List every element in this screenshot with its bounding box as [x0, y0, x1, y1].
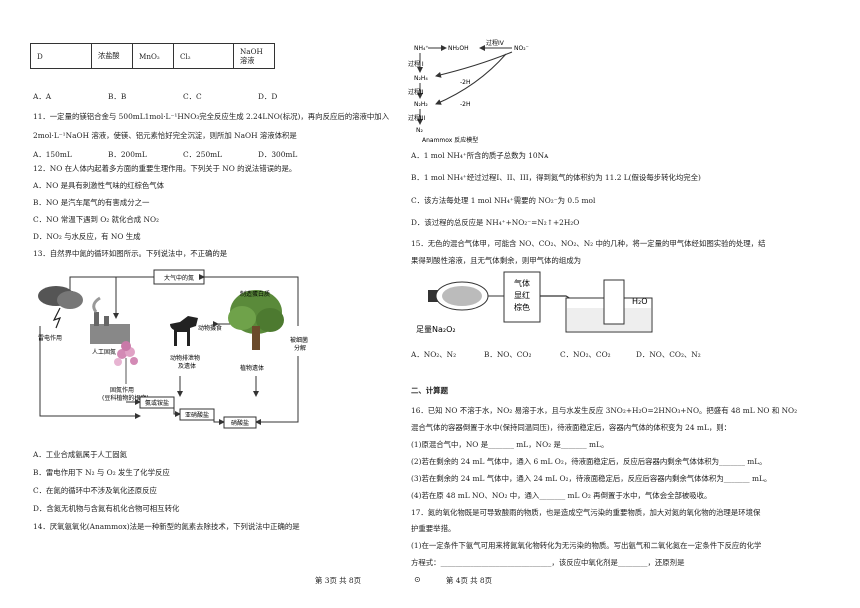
- ammonium-label: 氨或铵盐: [145, 399, 169, 407]
- gas-box: [503, 271, 541, 323]
- q10-option-d: D．D: [258, 92, 278, 101]
- right-page-footer: 第 4页 共 8页: [446, 576, 493, 585]
- q15-option-d: D．NO、CO₂、N₂: [636, 350, 701, 359]
- q13-option-d: D．含氮无机物与含氮有机化合物可相互转化: [33, 504, 180, 513]
- q10-option-b: B．B: [108, 92, 127, 101]
- process4-label: 过程IV: [486, 39, 505, 47]
- legume-label: (豆科植物的根瘤): [102, 394, 149, 402]
- table-cell: D: [30, 43, 92, 69]
- q13-option-c: C．在氮的循环中不涉及氧化还原反应: [33, 486, 157, 495]
- water-label: H₂O: [632, 297, 648, 306]
- q13-option-a: A．工业合成氨属于人工固氮: [33, 450, 128, 459]
- factory-icon: [90, 296, 130, 344]
- section-heading: 二、计算题: [411, 386, 448, 395]
- tube-stopper-icon: [428, 290, 438, 302]
- lightning-label: 雷电作用: [38, 334, 62, 342]
- q16-part-2: (2)若在剩余的 24 mL 气体中，通入 6 mL O₂，待液面稳定后，反应后…: [411, 457, 767, 466]
- no2-label: NO₂⁻: [514, 45, 529, 52]
- table-cell: MnO₂: [132, 43, 174, 69]
- gas-label-3: 棕色: [514, 302, 530, 312]
- q12-option-d: D．NO₂ 与水反应，有 NO 生成: [33, 232, 141, 241]
- process1-label: 过程 I: [408, 60, 424, 68]
- q11-option-c: C．250mL: [183, 150, 223, 159]
- q16-part-4: (4)若在原 48 mL NO、NO₂ 中，通入_______ mL O₂ 再倒…: [411, 491, 712, 500]
- q15-stem-2: 果得到酸性溶液，且无气体剩余，则甲气体的组成为: [411, 256, 581, 265]
- legume-plant-icon: [114, 341, 138, 384]
- q16-stem-2: 混合气体的容器倒置于水中(保持同温同压)，待液面稳定后，容器内气体的体积变为 2…: [411, 423, 732, 432]
- q12-option-b: B．NO 是汽车尾气的有害成分之一: [33, 198, 150, 207]
- apparatus-figure: 足量Na₂O₂ 气体 显红 棕色 H₂O: [416, 271, 653, 334]
- nitrite-box: [179, 408, 215, 421]
- q14-option-d: D．该过程的总反应是 NH₄⁺+NO₂⁻=N₂↑+2H₂O: [411, 218, 580, 227]
- q17-stem-2: 护重要举措。: [411, 524, 456, 533]
- nitrate-label: 硝酸盐: [231, 419, 249, 427]
- n2h2-label: N₂H₂: [414, 101, 428, 108]
- q12-option-a: A．NO 是具有刺激性气味的红棕色气体: [33, 181, 165, 190]
- bacteria-label-2: 分解: [294, 344, 306, 352]
- q10-option-c: C．C: [183, 92, 202, 101]
- process3-label: 过程III: [408, 114, 426, 122]
- table-row: D 浓盐酸 MnO₂ Cl₂ NaOH 溶液: [30, 43, 275, 69]
- q11-option-d: D．300mL: [258, 150, 298, 159]
- plant-remains-label: 植物遗体: [240, 364, 264, 372]
- n2h4-label: N₂H₄: [414, 75, 428, 82]
- q17-part-1: (1)在一定条件下氨气可用来将氮氧化物转化为无污染的物质。写出氨气和二氧化氮在一…: [411, 541, 762, 550]
- nitrogen-cycle-figure: 大气中的氮 雷电作用 人工固氮 固氮作用 (豆科植物的根瘤) 动物摄食 动物排泄…: [38, 269, 308, 429]
- animal-eat-label: 动物摄食: [198, 324, 222, 332]
- ammonium-box: [139, 396, 175, 409]
- q10-option-a: A．A: [33, 92, 52, 101]
- anammox-figure: NH₄⁺ NH₂OH 过程IV NO₂⁻ 过程 I N₂H₄ 过程II N₂H₂…: [408, 39, 529, 144]
- table-cell: NaOH 溶液: [233, 43, 275, 69]
- excreta-label: 动物排泄物: [170, 354, 200, 362]
- nh2oh-label: NH₂OH: [448, 45, 469, 52]
- atmosphere-label: 大气中的氮: [164, 274, 194, 282]
- options-table: D 浓盐酸 MnO₂ Cl₂ NaOH 溶液: [30, 43, 275, 69]
- table-cell: 浓盐酸: [91, 43, 133, 69]
- lightning-icon: [52, 307, 62, 329]
- process2-label: 过程II: [408, 88, 424, 96]
- q14-option-c: C．该方法每处理 1 mol NH₄⁺需要的 NO₂⁻为 0.5 mol: [411, 196, 596, 205]
- gas-label-1: 气体: [514, 278, 530, 288]
- n2-label: N₂: [416, 127, 423, 134]
- nh4-label: NH₄⁺: [414, 45, 429, 52]
- q14-stem: 14．厌氧氨氧化(Anammox)法是一种新型的氮素去除技术，下列说法中正确的是: [33, 522, 300, 531]
- nitrate-box: [223, 416, 257, 429]
- q11-stem-2: 2mol·L⁻¹NaOH 溶液，使镁、铝元素恰好完全沉淀，则所加 NaOH 溶液…: [33, 131, 297, 140]
- q11-option-b: B．200mL: [108, 150, 147, 159]
- nitrite-label: 亚硝酸盐: [185, 411, 209, 419]
- make-protein-label: 制造蛋白质: [240, 290, 270, 298]
- inverted-tube-icon: [603, 279, 625, 325]
- artificial-fixation-label: 人工固氮: [92, 348, 116, 356]
- remains-label: 及遗体: [178, 362, 196, 370]
- fixation-label: 固氮作用: [110, 386, 134, 394]
- table-cell: Cl₂: [173, 43, 234, 69]
- q13-stem: 13．自然界中氮的循环如图所示。下列说法中，不正确的是: [33, 249, 228, 258]
- q12-option-c: C．NO 常温下遇到 O₂ 就化合成 NO₂: [33, 215, 159, 224]
- q14-option-b: B．1 mol NH₄⁺经过过程I、II、III，得到氮气的体积约为 11.2 …: [411, 173, 701, 182]
- na2o2-label: 足量Na₂O₂: [416, 325, 456, 334]
- q13-option-b: B．雷电作用下 N₂ 与 O₂ 发生了化学反应: [33, 468, 170, 477]
- q16-part-1: (1)原混合气中，NO 是_______ mL，NO₂ 是_______ mL。: [411, 440, 609, 449]
- q17-stem-1: 17．氮的氧化物既是可导致酸雨的物质，也是造成空气污染的重要物质，加大对氮的氧化…: [411, 508, 761, 517]
- gas-label-2: 显红: [514, 290, 530, 300]
- q17-part-1-blanks: 方程式：______________________________，该反应中氧…: [411, 558, 685, 567]
- q12-stem: 12．NO 在人体内起着多方面的重要生理作用。下列关于 NO 的说法错误的是。: [33, 164, 297, 173]
- q11-stem-1: 11．一定量的镁铝合金与 500mL1mol·L⁻¹HNO₃完全反应生成 2.2…: [33, 112, 390, 121]
- q16-part-3: (3)若在剩余的 24 mL 气体中，通入 24 mL O₂，待液面稳定后，反应…: [411, 474, 772, 483]
- minus-2h-a-label: -2H: [460, 79, 471, 86]
- minus-2h-b-label: -2H: [460, 101, 471, 108]
- tree-icon: [228, 290, 284, 350]
- page-separator-icon: ⊙: [414, 575, 421, 584]
- horse-icon: [170, 316, 198, 346]
- anammox-caption: Anammox 反应模型: [422, 136, 478, 144]
- left-page-footer: 第 3页 共 8页: [315, 576, 362, 585]
- q15-stem-1: 15．无色的混合气体甲，可能含 NO、CO₂、NO₂、N₂ 中的几种，将一定量的…: [411, 239, 766, 248]
- q14-option-a: A．1 mol NH₄⁺所含的质子总数为 10Nᴀ: [411, 151, 549, 160]
- q15-option-c: C．NO₂、CO₂: [560, 350, 611, 359]
- q15-option-a: A．NO₂、N₂: [411, 350, 457, 359]
- q11-option-a: A．150mL: [33, 150, 72, 159]
- q16-stem-1: 16．已知 NO 不溶于水，NO₂ 易溶于水，且与水发生反应 3NO₂+H₂O=…: [411, 406, 798, 415]
- bacteria-label-1: 被细菌: [290, 336, 308, 344]
- q15-option-b: B．NO、CO₂: [484, 350, 532, 359]
